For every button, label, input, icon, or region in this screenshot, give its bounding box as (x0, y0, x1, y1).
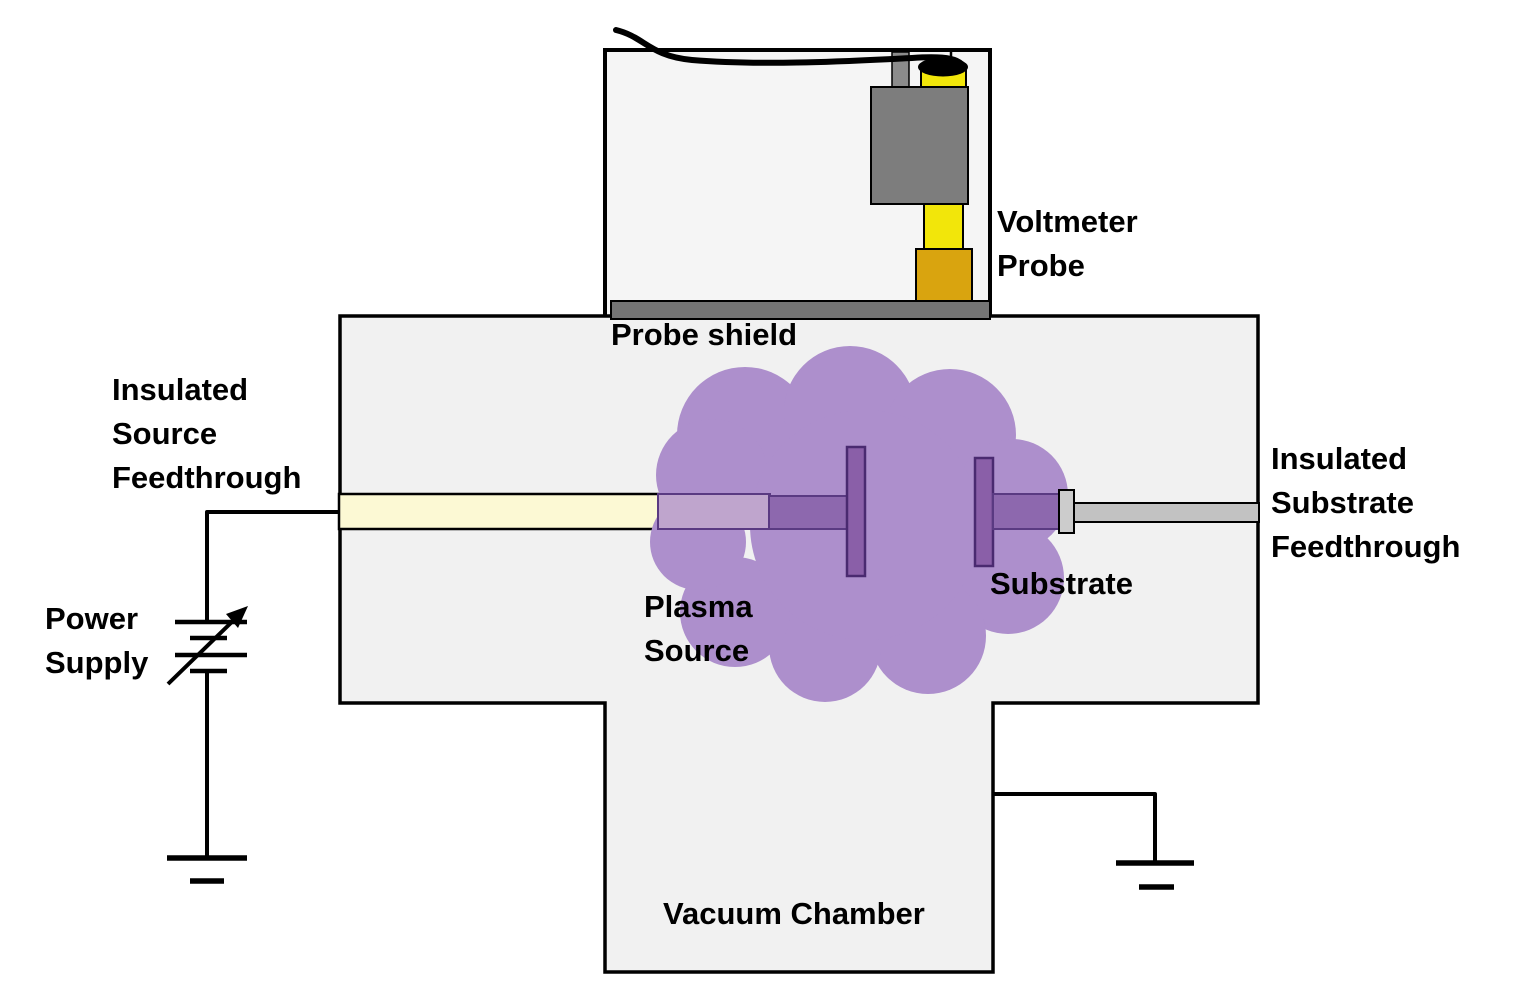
substrate-feedthrough-rod (1073, 502, 1260, 523)
source-electrode-plate (845, 445, 867, 578)
vacuum-chamber-label: Vacuum Chamber (663, 896, 925, 931)
substrate-rod-coupler (1058, 489, 1075, 534)
source-rod-insulated-section (657, 493, 771, 530)
probe-shield-label: Probe shield (611, 317, 798, 352)
wire-chamber-to-ground (993, 792, 1157, 861)
insulated-substrate-feedthrough-line1: Insulated (1271, 441, 1408, 476)
variable-arrow-head (226, 606, 248, 628)
power-supply-label-line1: Power (45, 601, 139, 636)
substrate-rod (992, 493, 1062, 530)
insulated-source-feedthrough-line1: Insulated (112, 372, 249, 407)
probe-connector-top (918, 57, 968, 77)
substrate-label: Substrate (990, 566, 1133, 601)
voltmeter-probe-label-line2: Probe (997, 248, 1085, 283)
probe-insulator-neck (923, 203, 964, 250)
source-rod (768, 495, 850, 530)
insulated-substrate-feedthrough-label: Insulated Substrate Feedthrough (1271, 437, 1460, 569)
insulated-source-feedthrough-line2: Source (112, 416, 218, 451)
plasma-source-label: Plasma Source (644, 585, 753, 673)
probe-tip (915, 248, 973, 302)
insulated-substrate-feedthrough-line3: Feedthrough (1271, 529, 1461, 564)
voltmeter-probe-assembly (613, 27, 973, 302)
voltmeter-probe-label-line1: Voltmeter (997, 204, 1138, 239)
insulated-source-feedthrough-line3: Feedthrough (112, 460, 302, 495)
probe-shield-bar (610, 300, 991, 320)
insulated-source-feedthrough-label: Insulated Source Feedthrough (112, 368, 301, 500)
power-supply-circuit (166, 510, 340, 884)
plasma-source-label-line2: Source (644, 633, 750, 668)
voltmeter-body (870, 86, 969, 205)
wire-source-to-supply (205, 510, 340, 620)
power-supply-label-line2: Supply (45, 645, 149, 680)
variable-arrow-shaft (166, 614, 240, 686)
power-supply-label: Power Supply (45, 597, 148, 685)
substrate-plate (973, 456, 995, 568)
source-feedthrough-bar (337, 492, 663, 531)
plasma-source-assembly (657, 445, 1260, 578)
plasma-source-label-line1: Plasma (644, 589, 753, 624)
voltmeter-probe-label: Voltmeter Probe (997, 200, 1138, 288)
chamber-ground-circuit (993, 792, 1194, 890)
insulated-substrate-feedthrough-line2: Substrate (1271, 485, 1414, 520)
